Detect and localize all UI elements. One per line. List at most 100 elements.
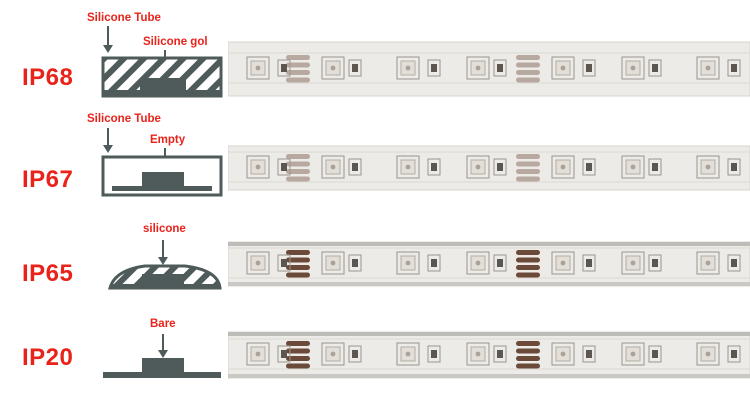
solder-pad (516, 70, 540, 75)
resistor (277, 345, 291, 363)
led-chip (246, 251, 270, 275)
solder-pad (286, 70, 310, 75)
solder-pad (286, 176, 310, 182)
solder-pad (516, 257, 540, 263)
resistor (427, 59, 441, 77)
resistor (582, 158, 596, 176)
solder-pad (516, 272, 540, 278)
led-chip (396, 155, 420, 179)
led-chip (621, 155, 645, 179)
led-chip (396, 342, 420, 366)
ip65-cross-section-diagram (108, 240, 222, 290)
ip20-led-strip (228, 331, 750, 379)
solder-pad (516, 348, 540, 354)
resistor (427, 345, 441, 363)
ip65-fill-label: silicone (143, 223, 186, 235)
solder-pad (516, 62, 540, 68)
led-chip (246, 342, 270, 366)
led-chip (321, 251, 345, 275)
led-chip (466, 56, 490, 80)
resistor (493, 254, 507, 272)
ip65-row: IP65 silicone (0, 200, 750, 300)
ip65-led-strip (228, 241, 750, 287)
solder-pad (516, 176, 540, 182)
solder-pad (286, 55, 310, 60)
solder-pad (516, 154, 540, 159)
led-chip (696, 56, 720, 80)
ip67-cross-section-diagram (101, 128, 223, 197)
solder-pad (516, 250, 540, 255)
solder-pad (516, 265, 540, 270)
solder-pad (286, 348, 310, 354)
led-chip (246, 56, 270, 80)
ip65-rating: IP65 (22, 260, 74, 287)
solder-pad (516, 356, 540, 361)
solder-pad (286, 257, 310, 263)
led-chip (321, 155, 345, 179)
solder-pad (516, 161, 540, 167)
ip68-cross-section-diagram (101, 26, 223, 98)
led-chip (466, 251, 490, 275)
ip67-row: IP67 Silicone Tube Empty (0, 100, 750, 200)
solder-pad (516, 341, 540, 346)
solder-pad (286, 272, 310, 278)
ip67-fill-label: Empty (150, 134, 186, 146)
led-chip (466, 342, 490, 366)
solder-pad (286, 77, 310, 83)
led-chip (321, 56, 345, 80)
resistor (582, 345, 596, 363)
solder-pad (286, 169, 310, 174)
led-chip (396, 56, 420, 80)
solder-pad (516, 77, 540, 83)
resistor (493, 59, 507, 77)
led-chip (621, 251, 645, 275)
ip68-led-strip (228, 41, 750, 97)
resistor (427, 254, 441, 272)
led-chip (321, 342, 345, 366)
solder-pad (286, 250, 310, 255)
ip68-rating: IP68 (22, 64, 74, 91)
led-chip (621, 342, 645, 366)
led-chip (696, 251, 720, 275)
ip67-rating: IP67 (22, 166, 74, 193)
resistor (277, 158, 291, 176)
resistor (727, 345, 741, 363)
led-chip (696, 155, 720, 179)
led-chip (246, 155, 270, 179)
solder-pad (286, 154, 310, 159)
resistor (727, 59, 741, 77)
led-chip (551, 342, 575, 366)
resistor (427, 158, 441, 176)
resistor (582, 254, 596, 272)
resistor (582, 59, 596, 77)
solder-pad (516, 55, 540, 60)
resistor (277, 59, 291, 77)
resistor (648, 254, 662, 272)
ip20-fill-label: Bare (150, 318, 176, 330)
ip20-cross-section-diagram (103, 334, 221, 378)
ip68-row: IP68 Silicone Tube Silicone gol (0, 0, 750, 100)
resistor (348, 59, 362, 77)
ip67-led-strip (228, 145, 750, 191)
resistor (348, 158, 362, 176)
solder-pad (286, 161, 310, 167)
led-chip (466, 155, 490, 179)
resistor (648, 345, 662, 363)
solder-pad (286, 62, 310, 68)
resistor (277, 254, 291, 272)
solder-pad (286, 341, 310, 346)
resistor (648, 59, 662, 77)
led-chip (551, 251, 575, 275)
resistor (727, 254, 741, 272)
ip20-rating: IP20 (22, 344, 74, 371)
ip20-row: IP20 Bare (0, 300, 750, 400)
led-chip (696, 342, 720, 366)
solder-pad (286, 363, 310, 369)
resistor (348, 254, 362, 272)
led-chip (551, 56, 575, 80)
ip67-tube-label: Silicone Tube (87, 113, 161, 125)
resistor (493, 345, 507, 363)
led-chip (621, 56, 645, 80)
solder-pad (286, 356, 310, 361)
resistor (648, 158, 662, 176)
